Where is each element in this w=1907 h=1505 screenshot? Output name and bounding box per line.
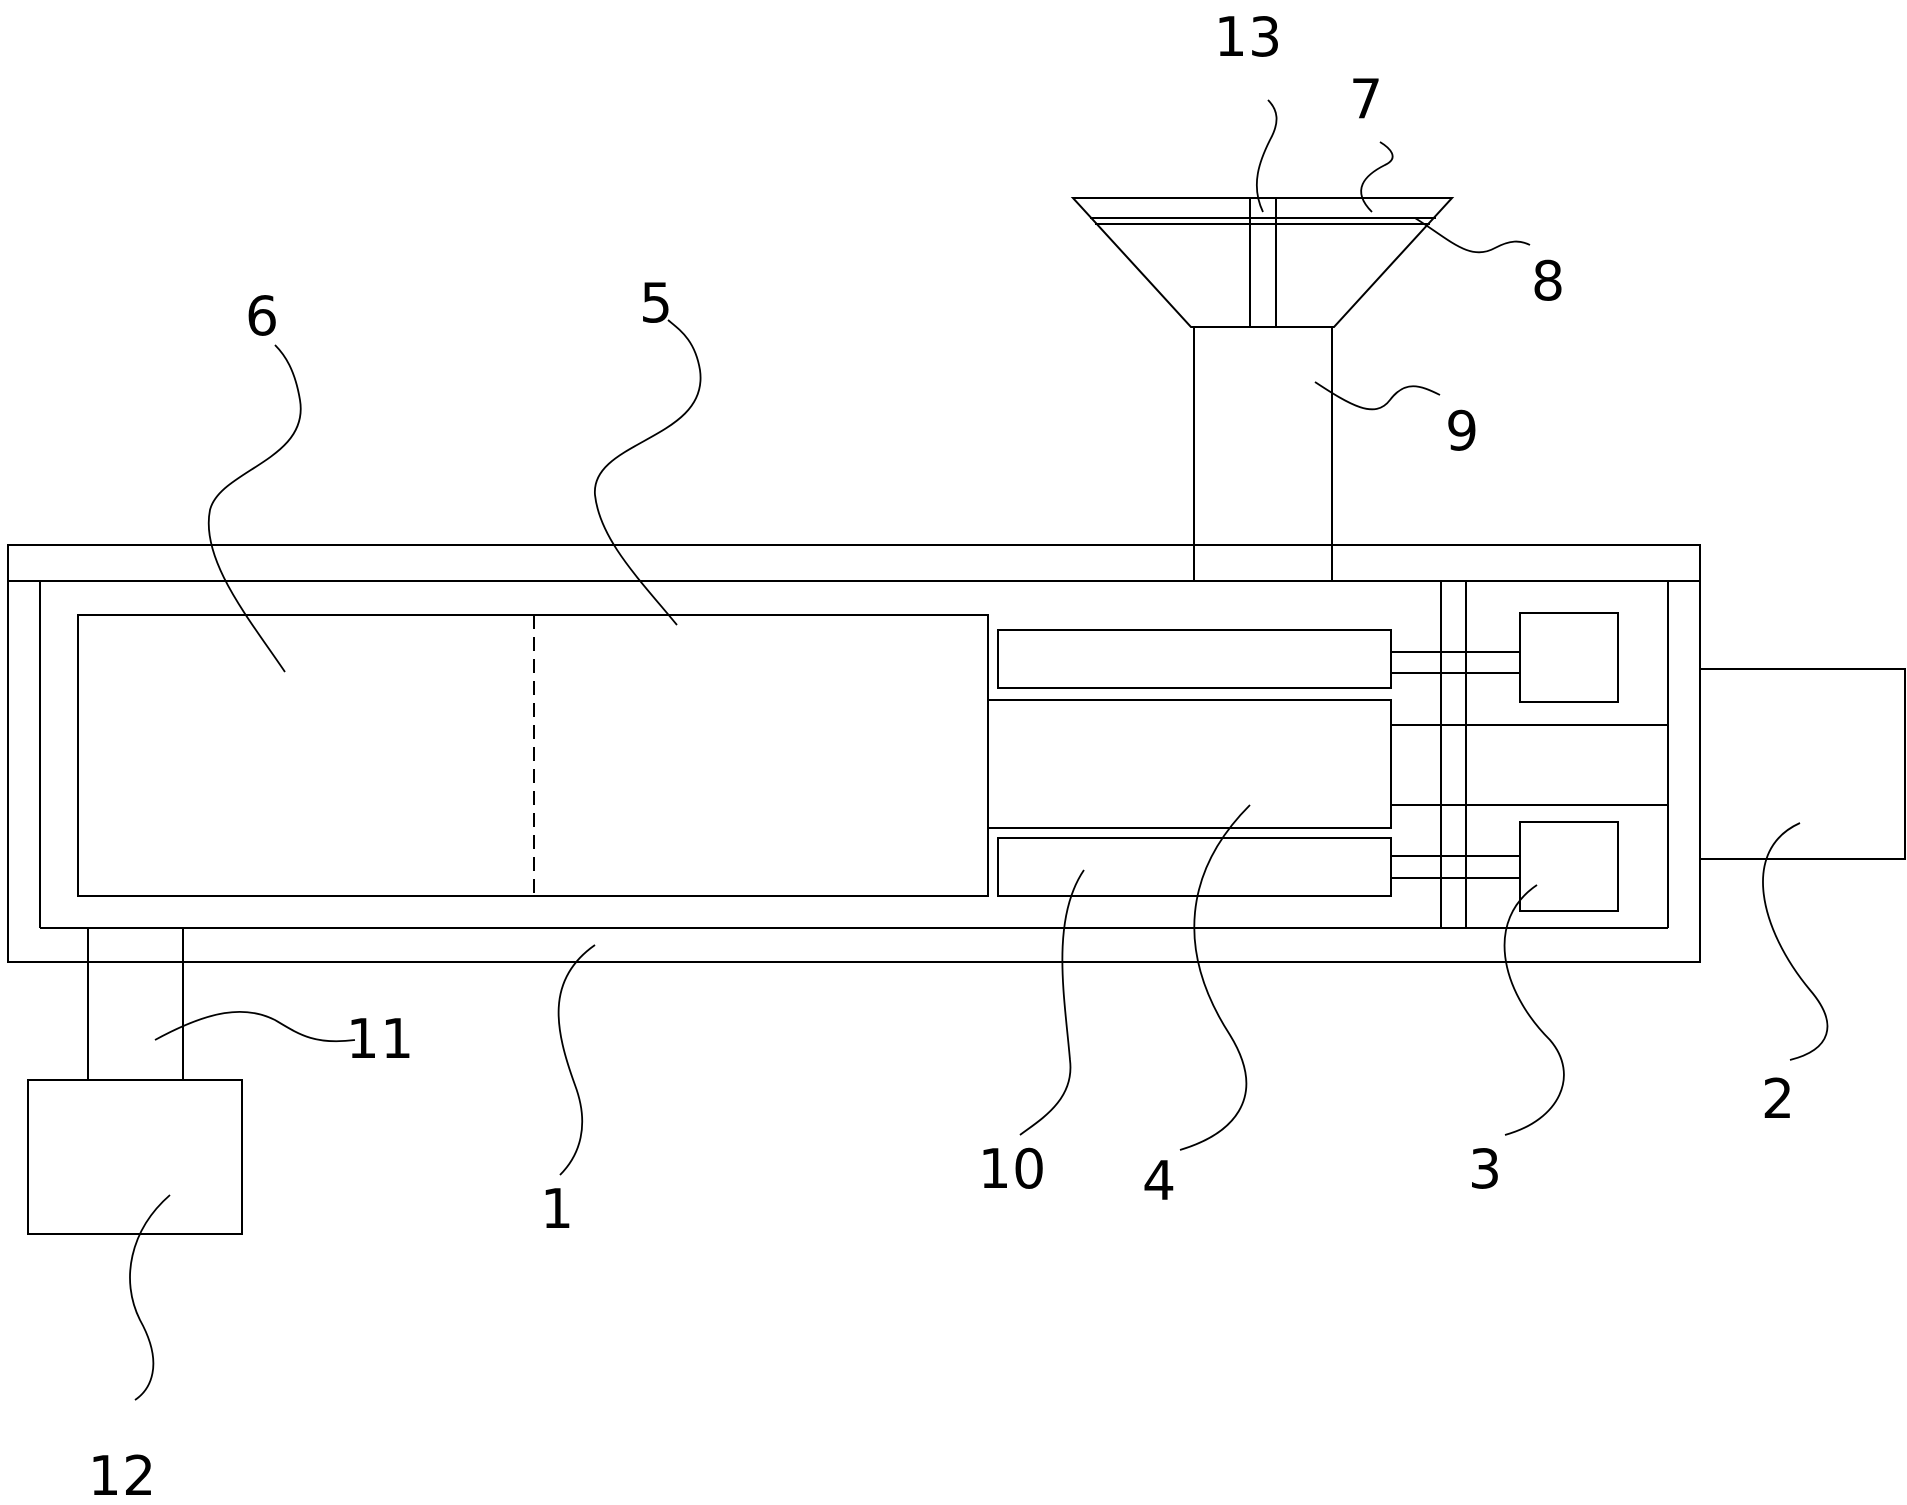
main-housing [7,544,1701,963]
label-12: 12 [88,1445,157,1505]
label-5: 5 [639,272,673,335]
callout-labels: 1 2 3 4 5 6 7 8 9 10 11 12 13 [88,6,1796,1505]
discharge-pipe [87,928,184,1080]
leader-lines [129,99,1829,1401]
connector-shafts [1391,651,1668,879]
label-9: 9 [1445,400,1479,463]
label-3: 3 [1468,1138,1502,1201]
outlet [1700,668,1906,860]
central-block [987,699,1392,829]
upper-motor [1519,612,1619,703]
label-8: 8 [1531,250,1565,313]
label-13: 13 [1214,6,1283,69]
chamber [77,614,989,897]
lower-motor [1519,821,1619,912]
collector-box [27,1079,243,1235]
feed-pipe [1191,326,1334,581]
label-4: 4 [1142,1150,1176,1213]
label-1: 1 [540,1178,574,1241]
label-11: 11 [346,1008,415,1071]
lower-bar [997,837,1392,897]
label-10: 10 [978,1138,1047,1201]
feed-hopper [1070,197,1455,328]
label-7: 7 [1349,68,1383,131]
label-6: 6 [245,285,279,348]
label-2: 2 [1761,1068,1795,1131]
upper-bar [997,629,1392,689]
partition-plates [1440,581,1467,928]
